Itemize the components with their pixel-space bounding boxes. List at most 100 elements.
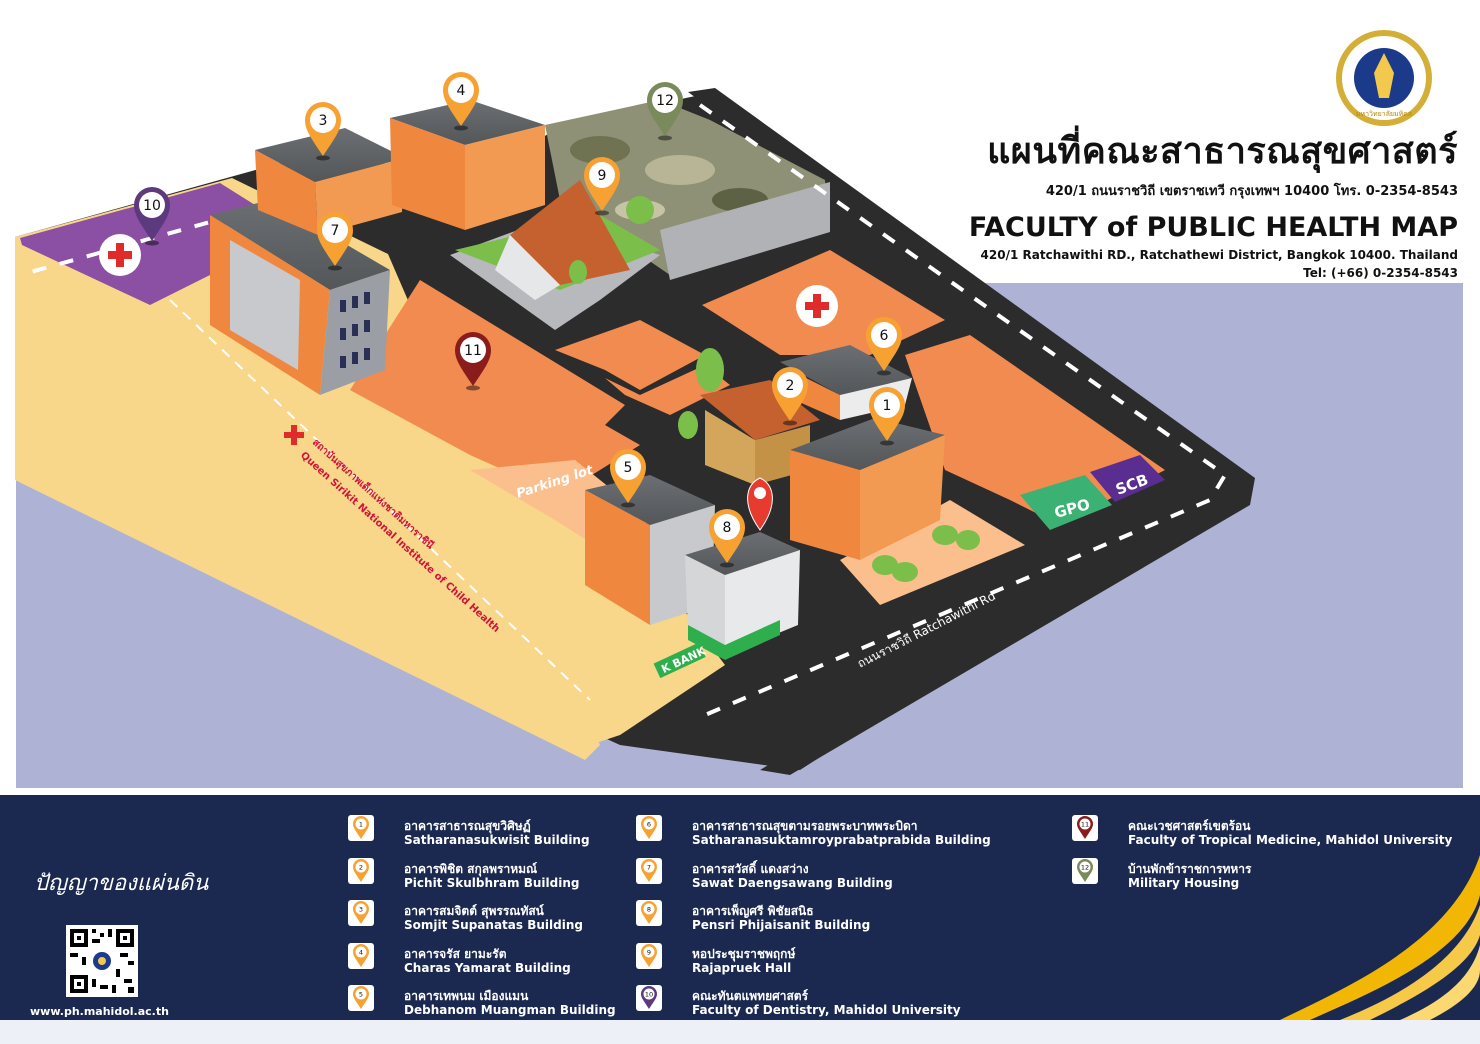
map-marker-9[interactable]: 9 bbox=[584, 157, 620, 216]
scb-plot bbox=[1090, 455, 1165, 502]
map-marker-12[interactable]: 12 bbox=[647, 82, 683, 141]
mahidol-logo-icon: มหาวิทยาลัยมหิดล bbox=[1336, 30, 1432, 126]
hospital-icon bbox=[284, 425, 304, 445]
location-pin-icon bbox=[747, 477, 773, 531]
marker-number: 11 bbox=[464, 343, 482, 359]
legend-thai-name: บ้านพักข้าราชการทหาร bbox=[1128, 861, 1252, 876]
marker-number: 2 bbox=[786, 378, 795, 394]
marker-number: 3 bbox=[319, 113, 328, 129]
map-marker-3[interactable]: 3 bbox=[305, 102, 341, 161]
legend-thai-name: หอประชุมราชพฤกษ์ bbox=[692, 946, 796, 961]
legend-english-name: Satharanasukwisit Building bbox=[404, 833, 590, 847]
svg-text:11: 11 bbox=[1081, 821, 1089, 829]
marker-number: 8 bbox=[723, 520, 732, 536]
legend-thai-name: คณะทันตแพทยศาสตร์ bbox=[692, 989, 809, 1003]
map-marker-6[interactable]: 6 bbox=[866, 317, 902, 376]
address-th: 420/1 ถนนราชวิถี เขตราชเทวี กรุงเทพฯ 104… bbox=[1045, 184, 1458, 199]
marker-number: 7 bbox=[331, 223, 340, 239]
plot-tropical bbox=[350, 280, 640, 495]
hospital-icon bbox=[99, 234, 141, 276]
legend-thai-name: อาคารพิชิต สกุลพราหมณ์ bbox=[404, 861, 538, 876]
legend-footer: ปัญญาของแผ่นดิน www.ph.mahidol.ac.th 1 อา… bbox=[0, 795, 1480, 1020]
map-title-en: FACULTY of PUBLIC HEALTH MAP bbox=[968, 212, 1458, 243]
building-4 bbox=[390, 100, 545, 230]
legend-marker-icon: 6 bbox=[636, 815, 662, 841]
marker-number: 9 bbox=[598, 168, 607, 184]
building-8 bbox=[685, 532, 800, 660]
legend-english-name: Sawat Daengsawang Building bbox=[692, 875, 893, 890]
svg-text:6: 6 bbox=[647, 821, 651, 829]
legend-marker-icon: 8 bbox=[636, 900, 662, 926]
legend-thai-name: อาคารจรัส ยามะรัต bbox=[404, 946, 507, 961]
svg-text:10: 10 bbox=[645, 991, 653, 999]
legend-thai-name: อาคารเพ็ญศรี พิชัยสนิธ bbox=[692, 904, 814, 918]
legend-marker-icon: 7 bbox=[636, 857, 662, 884]
svg-text:1: 1 bbox=[359, 821, 363, 829]
legend-english-name: Faculty of Dentistry, Mahidol University bbox=[692, 1003, 961, 1017]
legend-english-name: Charas Yamarat Building bbox=[404, 960, 571, 975]
legend-marker-icon: 3 bbox=[348, 900, 374, 926]
map-marker-7[interactable]: 7 bbox=[317, 212, 353, 271]
legend-marker-icon: 2 bbox=[348, 857, 374, 884]
marker-number: 12 bbox=[656, 93, 674, 109]
legend-marker-icon: 1 bbox=[348, 815, 374, 841]
map-marker-4[interactable]: 4 bbox=[443, 72, 479, 131]
legend-english-name: Pichit Skulbhram Building bbox=[404, 875, 580, 890]
legend-thai-name: คณะเวชศาสตร์เขตร้อน bbox=[1128, 819, 1251, 833]
tree-icon bbox=[569, 196, 980, 582]
svg-text:2: 2 bbox=[359, 863, 363, 871]
svg-text:7: 7 bbox=[647, 863, 651, 871]
legend-marker-icon: 12 bbox=[1072, 857, 1098, 884]
building-7 bbox=[210, 200, 390, 395]
map-marker-10[interactable]: 10 bbox=[134, 187, 170, 246]
marker-number: 4 bbox=[457, 83, 466, 99]
legend-english-name: Satharanasuktamroyprabatprabida Building bbox=[692, 833, 991, 847]
svg-text:5: 5 bbox=[359, 991, 363, 999]
map-marker-5[interactable]: 5 bbox=[610, 449, 646, 508]
sidewalk bbox=[15, 178, 600, 760]
legend-english-name: Rajapruek Hall bbox=[692, 960, 792, 975]
legend-marker-icon: 10 bbox=[636, 985, 662, 1011]
legend-thai-name: อาคารสมจิตต์ สุพรรณทัสน์ bbox=[404, 904, 544, 918]
map-marker-2[interactable]: 2 bbox=[772, 367, 808, 426]
marker-number: 10 bbox=[143, 198, 161, 214]
marker-number: 5 bbox=[624, 460, 633, 476]
legend-english-name: Faculty of Tropical Medicine, Mahidol Un… bbox=[1128, 833, 1453, 847]
legend-english-name: Debhanom Muangman Building bbox=[404, 1003, 616, 1017]
legend-english-name: Military Housing bbox=[1128, 875, 1240, 890]
map-marker-8[interactable]: 8 bbox=[709, 509, 745, 568]
map-marker-1[interactable]: 1 bbox=[869, 387, 905, 446]
marker-number: 1 bbox=[883, 398, 892, 414]
marker-number: 6 bbox=[880, 328, 889, 344]
svg-text:12: 12 bbox=[1081, 863, 1089, 871]
campus-map: GPO SCB bbox=[15, 30, 1463, 788]
logo-text: มหาวิทยาลัยมหิดล bbox=[1356, 110, 1412, 118]
legend-thai-name: อาคารสวัสดิ์ แดงสว่าง bbox=[692, 861, 809, 876]
footer-strip bbox=[0, 1020, 1480, 1044]
map-illustration: GPO SCB bbox=[15, 72, 1463, 788]
gpo-plot bbox=[1020, 475, 1112, 530]
title-block: แผนที่คณะสาธารณสุขศาสตร์ 420/1 ถนนราชวิถ… bbox=[898, 128, 1458, 281]
building-1 bbox=[790, 418, 945, 560]
legend-marker-icon: 4 bbox=[348, 942, 374, 969]
hospital-icon bbox=[796, 285, 838, 327]
map-title-th: แผนที่คณะสาธารณสุขศาสตร์ bbox=[987, 131, 1458, 172]
telephone: Tel: (+66) 0-2354-8543 bbox=[1303, 266, 1458, 280]
address-en: 420/1 Ratchawithi RD., Ratchathewi Distr… bbox=[980, 248, 1458, 262]
qr-code-icon[interactable] bbox=[66, 925, 138, 997]
decorative-swoosh bbox=[1280, 855, 1480, 1020]
website-link[interactable]: www.ph.mahidol.ac.th bbox=[30, 1005, 169, 1018]
legend-english-name: Pensri Phijaisanit Building bbox=[692, 918, 871, 932]
signature-text: ปัญญาของแผ่นดิน bbox=[34, 871, 209, 896]
legend-marker-icon: 5 bbox=[348, 985, 374, 1011]
building-9-hall bbox=[450, 180, 660, 330]
svg-text:8: 8 bbox=[647, 906, 651, 914]
legend-marker-icon: 9 bbox=[636, 942, 662, 969]
legend-english-name: Somjit Supanatas Building bbox=[404, 918, 583, 932]
map-marker-11[interactable]: 11 bbox=[455, 332, 491, 391]
legend-thai-name: อาคารสาธารณสุขตามรอยพระบาทพระบิดา bbox=[692, 819, 918, 833]
svg-text:3: 3 bbox=[359, 906, 363, 914]
legend-thai-name: อาคารเทพนม เมืองแมน bbox=[404, 989, 529, 1003]
legend-marker-icon: 11 bbox=[1072, 815, 1098, 841]
